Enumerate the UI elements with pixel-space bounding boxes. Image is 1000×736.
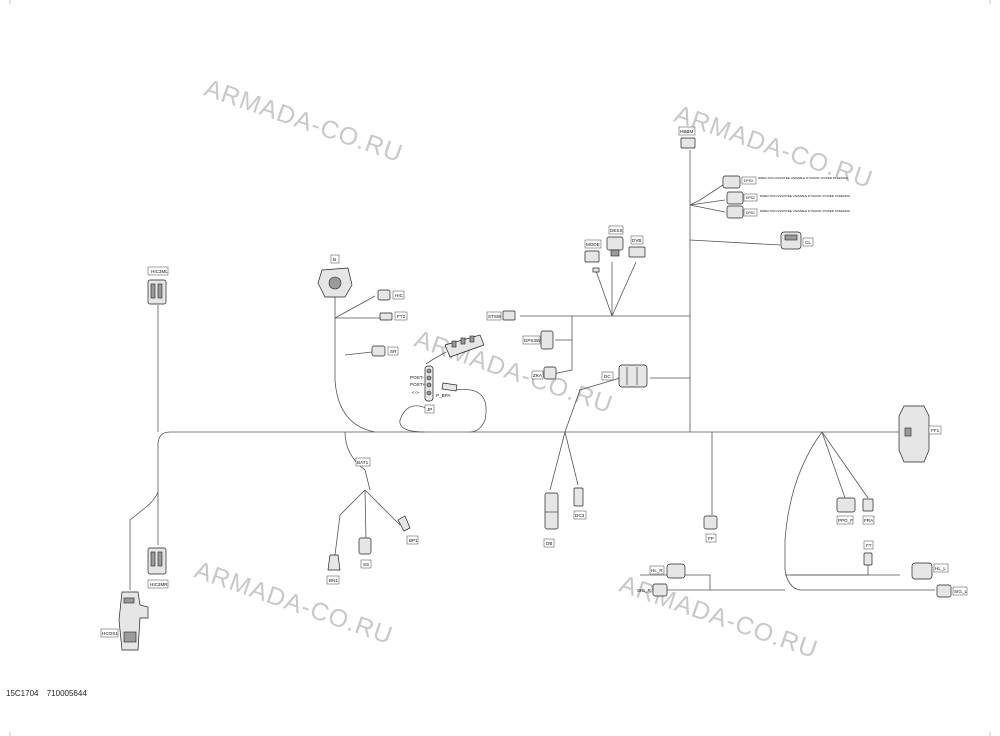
- svg-text:POST+: POST+: [410, 382, 426, 387]
- connector-ppg-f: PPG_F: [836, 497, 856, 525]
- connector-hic3ml: HIC3ML: [147, 266, 168, 305]
- svg-text:HL_R: HL_R: [651, 568, 663, 573]
- component-b-module: B: [317, 254, 353, 298]
- svg-text:HCOS1: HCOS1: [102, 631, 118, 636]
- component-hbbm: HBBM: [678, 126, 696, 149]
- svg-text:FT2: FT2: [397, 314, 406, 319]
- harness-wires: [129, 150, 935, 591]
- svg-text:DIRECTION ASSISTÉE VARIABLE DY: DIRECTION ASSISTÉE VARIABLE DYNAMIC POWE…: [760, 208, 851, 213]
- svg-text:DB: DB: [546, 541, 552, 546]
- connector-hl-l: HL_L: [911, 562, 949, 580]
- corner-marks: [9, 0, 991, 736]
- svg-text:BP1: BP1: [409, 538, 418, 543]
- svg-text:DPS3W: DPS3W: [524, 338, 541, 343]
- svg-text:DC3: DC3: [575, 513, 585, 518]
- svg-text:DIRECTION ASSISTÉE VARIABLE DY: DIRECTION ASSISTÉE VARIABLE DYNAMIC POWE…: [760, 193, 851, 198]
- connector-dps3: DPS3 DIRECTION ASSISTÉE VARIABLE DYNAMIC…: [722, 175, 849, 189]
- svg-text:HBBM: HBBM: [680, 129, 693, 134]
- svg-text:DC: DC: [604, 374, 611, 379]
- svg-text:FP: FP: [708, 536, 714, 541]
- connector-bat1: BAT1: [355, 457, 371, 467]
- svg-text:HIC: HIC: [395, 293, 404, 298]
- svg-text:ZKA: ZKA: [533, 373, 543, 378]
- svg-text:DESS: DESS: [610, 228, 623, 233]
- svg-text:DPS3: DPS3: [744, 179, 753, 183]
- component-dvb: DVB: [628, 235, 646, 258]
- connector-ft: FT: [863, 540, 874, 566]
- svg-text:DIRECTION ASSISTÉE VARIABLE DY: DIRECTION ASSISTÉE VARIABLE DYNAMIC POWE…: [758, 175, 849, 180]
- component-dc: DC: [601, 364, 648, 388]
- svg-text:HIC3ML: HIC3ML: [151, 269, 168, 274]
- svg-text:HIC3MR: HIC3MR: [150, 582, 168, 587]
- svg-text:DVB: DVB: [632, 238, 641, 243]
- component-fuse-block: [425, 334, 485, 365]
- svg-text:FF1: FF1: [931, 428, 940, 433]
- svg-text:DPS2: DPS2: [746, 196, 755, 200]
- svg-text:<->: <->: [412, 390, 419, 395]
- connector-db: DB: [543, 492, 559, 548]
- svg-text:SR: SR: [390, 349, 397, 354]
- svg-text:JP: JP: [427, 407, 432, 412]
- svg-text:BN1: BN1: [329, 578, 338, 583]
- connector-dps1: DPS1 DIRECTION ASSISTÉE VARIABLE DYNAMIC…: [726, 205, 851, 219]
- svg-text:CL: CL: [805, 240, 811, 245]
- svg-text:POST-: POST-: [410, 375, 424, 380]
- svg-text:B: B: [333, 257, 336, 262]
- connector-hic: HIC: [377, 289, 405, 301]
- svg-text:HL_L: HL_L: [935, 566, 946, 571]
- connector-stsw: STSW: [486, 310, 516, 321]
- component-dess: DESS: [606, 225, 624, 257]
- connector-hic3mr: HIC3MR: [147, 547, 168, 589]
- connector-bn1: BN1: [326, 554, 341, 585]
- connector-dps3w: DPS3W: [522, 330, 554, 350]
- connector-sig-l: SIG_L: [936, 584, 967, 598]
- component-cl: CL: [780, 231, 814, 250]
- component-ff1: FF1: [898, 405, 942, 463]
- svg-text:BAT1: BAT1: [357, 460, 369, 465]
- component-mode: MODE: [584, 239, 602, 273]
- connector-ft2: FT2: [379, 311, 408, 321]
- svg-text:MODE: MODE: [586, 242, 600, 247]
- connector-ss: SS: [358, 537, 372, 569]
- connector-fra: FRA: [862, 498, 875, 525]
- connector-zka: ZKA: [531, 366, 557, 380]
- connector-fp: FP: [703, 515, 718, 543]
- svg-text:STSW: STSW: [488, 314, 502, 319]
- connector-bp1: BP1: [397, 515, 419, 545]
- svg-text:SIG_R: SIG_R: [637, 588, 651, 593]
- connector-hl-r: HL_R: [649, 563, 686, 579]
- svg-text:DPS1: DPS1: [746, 211, 755, 215]
- connector-sig-r: SIG_R: [637, 583, 668, 597]
- svg-text:FT: FT: [866, 543, 872, 548]
- connector-sr: SR: [371, 345, 399, 357]
- svg-text:P_BPA: P_BPA: [436, 393, 451, 398]
- connector-dc3: DC3: [573, 487, 587, 520]
- connector-p-bpa: P_BPA: [436, 382, 458, 398]
- part-number: 710005644: [46, 689, 87, 698]
- connector-dps2: DPS2 DIRECTION ASSISTÉE VARIABLE DYNAMIC…: [726, 191, 851, 205]
- svg-text:PPG_F: PPG_F: [838, 518, 853, 523]
- component-hcos1: HCOS1: [100, 591, 149, 651]
- svg-text:FRA: FRA: [864, 518, 874, 523]
- svg-text:SIG_L: SIG_L: [954, 589, 967, 594]
- svg-text:SS: SS: [363, 562, 369, 567]
- drawing-footer: 15C1704 710005644: [6, 689, 93, 698]
- component-jp-posts: POST- POST+ <-> JP: [410, 365, 435, 414]
- drawing-id: 15C1704: [6, 689, 39, 698]
